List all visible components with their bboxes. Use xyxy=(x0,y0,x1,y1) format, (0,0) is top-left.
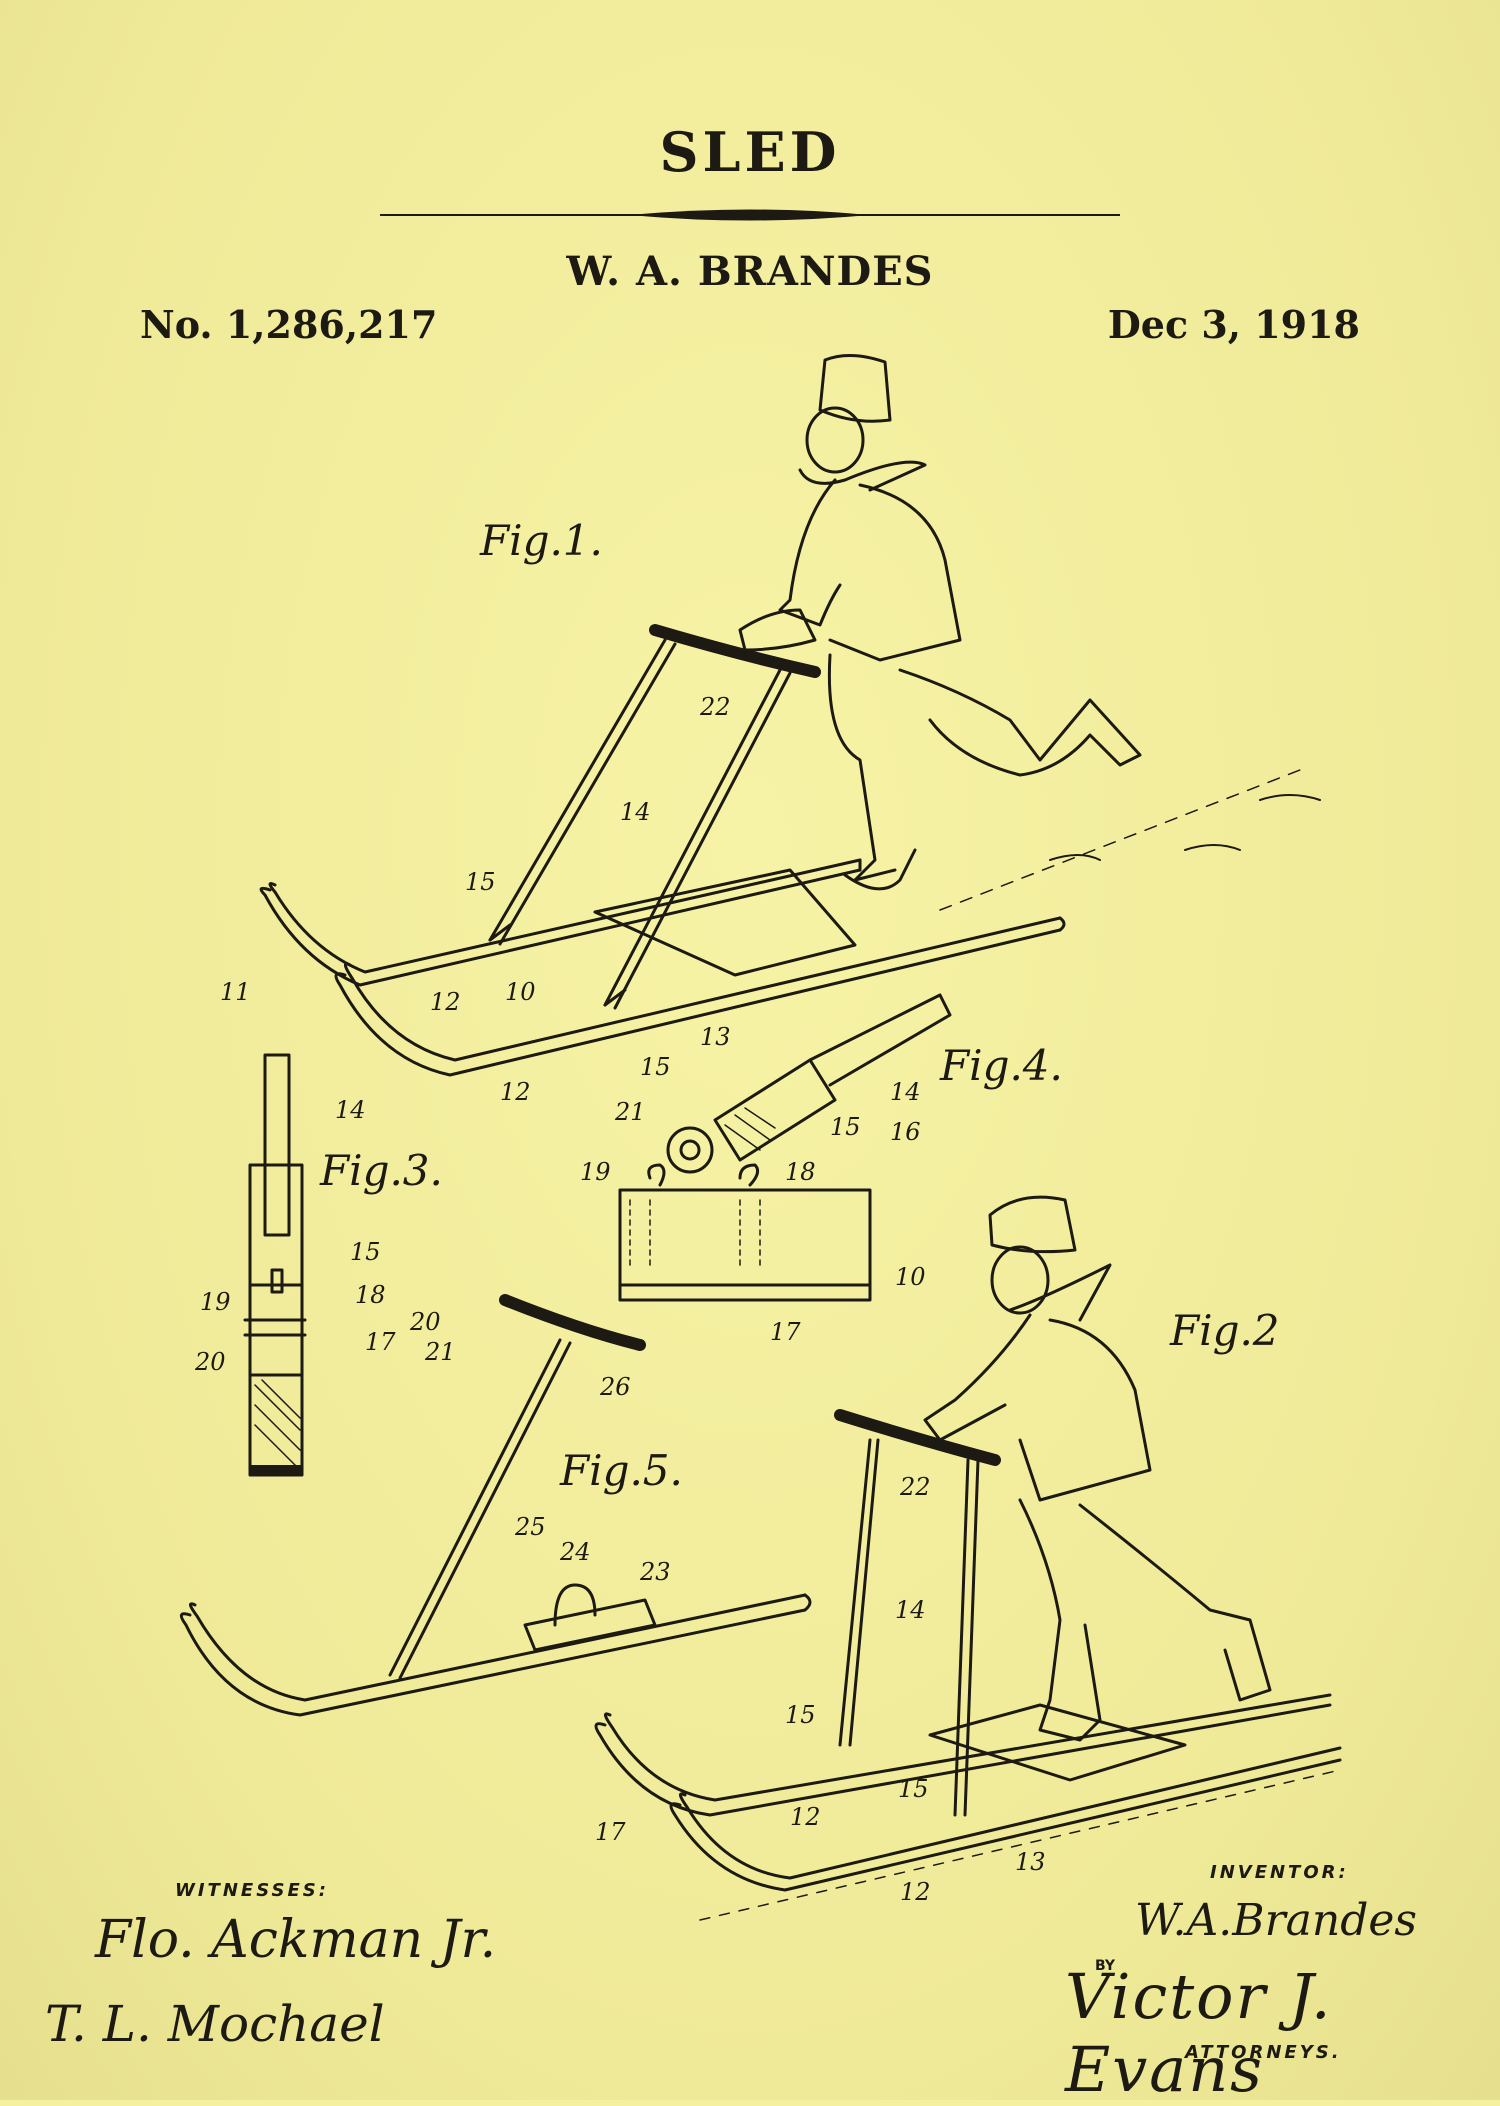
attorneys-label: ATTORNEYS. xyxy=(1185,2042,1342,2063)
fig4-ref: 15 xyxy=(830,1113,861,1141)
fig4-ref: 17 xyxy=(770,1318,801,1346)
fig1-ref: 15 xyxy=(640,1053,671,1081)
fig1-ref: 11 xyxy=(220,978,251,1006)
figure-4-label: Fig.4. xyxy=(939,1041,1063,1090)
fig5-ref: 25 xyxy=(514,1513,546,1541)
figure-3-label: Fig.3. xyxy=(319,1146,443,1195)
figure-4: Fig.4. 14 15 16 21 19 18 10 17 xyxy=(580,993,1063,1346)
fig3-ref: 21 xyxy=(424,1338,456,1366)
fig1-ref: 10 xyxy=(505,978,536,1006)
fig2-ref: 14 xyxy=(895,1596,926,1624)
fig2-ref: 12 xyxy=(900,1878,931,1906)
fig4-ref: 18 xyxy=(785,1158,816,1186)
figure-2-label: Fig.2 xyxy=(1169,1306,1280,1355)
witness-signature-2: T. L. Mochael xyxy=(45,1995,385,2053)
fig3-ref: 15 xyxy=(350,1238,381,1266)
fig1-ref: 22 xyxy=(699,693,731,721)
figure-5: Fig.5. 26 25 24 23 xyxy=(179,1294,812,1717)
attorney-signature: Victor J. Evans xyxy=(1065,1960,1333,2106)
figure-3: Fig.3. 14 15 18 19 20 20 17 21 xyxy=(194,1053,456,1477)
fig1-ref: 13 xyxy=(700,1023,731,1051)
fig1-ref: 15 xyxy=(465,868,496,896)
fig1-ref: 12 xyxy=(500,1078,531,1106)
fig5-ref: 26 xyxy=(599,1373,631,1401)
fig4-ref: 10 xyxy=(895,1263,926,1291)
fig4-ref: 21 xyxy=(614,1098,646,1126)
figure-1: Fig.1. xyxy=(220,354,1321,1106)
fig4-ref: 14 xyxy=(890,1078,921,1106)
inventor-label: INVENTOR: xyxy=(1210,1862,1349,1883)
fig5-ref: 23 xyxy=(639,1558,671,1586)
fig2-ref: 12 xyxy=(790,1803,821,1831)
fig2-ref: 15 xyxy=(898,1775,929,1803)
witnesses-label: WITNESSES: xyxy=(175,1880,329,1901)
inventor-signature: W.A.Brandes xyxy=(1135,1895,1418,1946)
patent-number: No. 1,286,217 xyxy=(140,302,438,347)
fig3-ref: 20 xyxy=(194,1348,226,1376)
fig3-ref: 17 xyxy=(365,1328,396,1356)
fig2-ref: 17 xyxy=(595,1818,626,1846)
inventor-heading: W. A. BRANDES xyxy=(566,248,934,295)
fig3-ref: 19 xyxy=(200,1288,231,1316)
patent-title: SLED xyxy=(659,120,841,184)
figure-1-label: Fig.1. xyxy=(479,516,603,565)
by-label: BY xyxy=(1095,1958,1116,1974)
fig3-ref: 20 xyxy=(409,1308,441,1336)
fig2-ref: 13 xyxy=(1015,1848,1046,1876)
fig1-ref: 14 xyxy=(620,798,651,826)
witness-signature-1: Flo. Ackman Jr. xyxy=(95,1910,497,1970)
title-ornament-rule xyxy=(380,209,1120,221)
fig3-ref: 14 xyxy=(335,1096,366,1124)
figure-2: Fig.2 22 14 15 15 17 xyxy=(594,1195,1342,1921)
figure-5-label: Fig.5. xyxy=(559,1446,683,1495)
fig3-ref: 18 xyxy=(355,1281,386,1309)
fig2-ref: 22 xyxy=(899,1473,931,1501)
fig1-ref: 12 xyxy=(430,988,461,1016)
fig2-ref: 15 xyxy=(785,1701,816,1729)
fig4-ref: 19 xyxy=(580,1158,611,1186)
fig4-ref: 16 xyxy=(890,1118,921,1146)
fig5-ref: 24 xyxy=(559,1538,591,1566)
patent-date: Dec 3, 1918 xyxy=(1107,302,1360,347)
